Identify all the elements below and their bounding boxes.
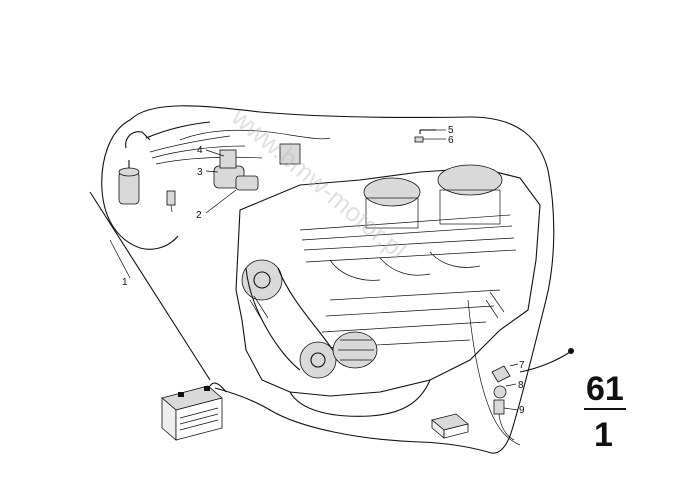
callout-3: 3	[197, 167, 203, 178]
leader-line-1	[109, 239, 131, 279]
relay-box	[431, 413, 469, 439]
plug-connector	[166, 190, 176, 213]
leader-line-3	[205, 170, 219, 173]
callout-5: 5	[448, 125, 454, 136]
callout-7: 7	[519, 360, 525, 371]
callout-6: 6	[448, 135, 454, 146]
plug-cap	[125, 121, 211, 149]
leader-line-4	[205, 149, 225, 157]
leader-line-2	[205, 189, 237, 214]
harness-branch-right	[467, 299, 521, 446]
ignition-coil	[118, 160, 140, 205]
connector-parts	[491, 348, 574, 441]
callout-2: 2	[196, 210, 202, 221]
leader-line-8	[505, 383, 517, 387]
battery	[161, 382, 227, 441]
main-wiring-harness	[129, 105, 555, 454]
callout-8: 8	[518, 380, 524, 391]
group-main-number: 61	[586, 370, 624, 408]
leader-line-9	[503, 407, 519, 411]
engine-block	[235, 164, 541, 417]
leader-line-7	[509, 363, 519, 367]
harness-left-loop	[101, 119, 179, 250]
group-sub-number: 1	[594, 416, 613, 454]
group-number: 61 1	[584, 370, 626, 454]
ignition-leads	[149, 135, 263, 165]
callout-1: 1	[122, 277, 128, 288]
callout-4: 4	[197, 145, 203, 156]
terminal-parts	[414, 129, 436, 143]
harness-branch-top	[179, 129, 331, 141]
leader-line-1-arm	[89, 191, 211, 381]
distributor	[213, 143, 301, 191]
callout-9: 9	[519, 405, 525, 416]
harness-lower-loop	[214, 387, 489, 453]
